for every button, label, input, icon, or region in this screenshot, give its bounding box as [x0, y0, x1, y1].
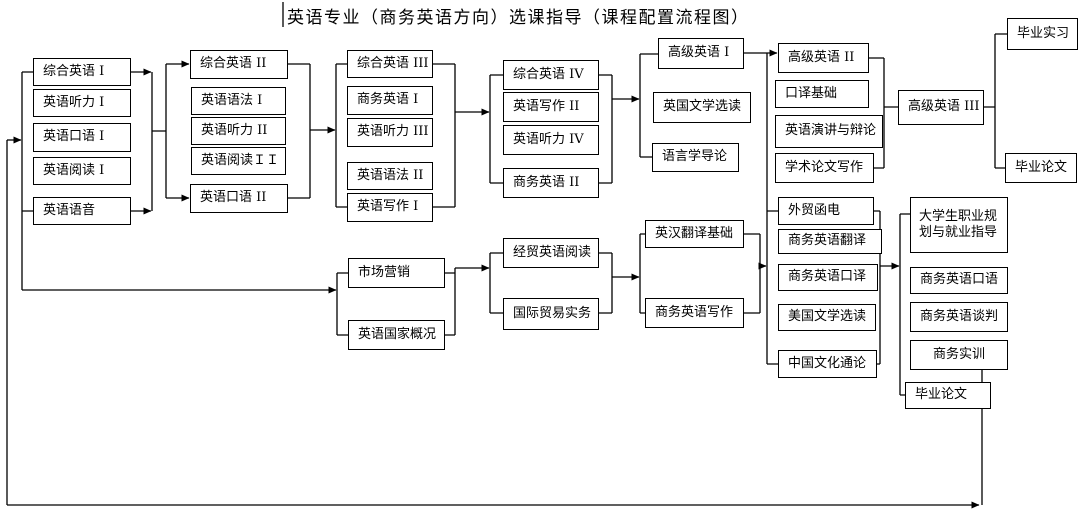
course-box-yinghan-fanyi-jichu: 英汉翻译基础: [645, 220, 744, 248]
course-box-yuyanxue-daolun: 语言学导论: [652, 143, 739, 172]
course-box-gaoji-yingyu-1: 高级英语 I: [658, 38, 744, 69]
course-box-yingyu-kouyu-2: 英语口语 II: [190, 184, 288, 213]
course-box-yingyu-yuedu-1: 英语阅读 I: [33, 157, 131, 185]
course-box-biye-lunwen-lower: 毕业论文: [905, 382, 991, 409]
course-box-yingyu-yufa-2: 英语语法 II: [347, 162, 433, 190]
course-box-xueshu-lunwen-xiezuo: 学术论文写作: [775, 153, 874, 183]
course-box-shangwu-yingyu-fanyi: 商务英语翻译: [778, 229, 882, 254]
course-box-biye-shixi: 毕业实习: [1007, 18, 1078, 50]
course-box-zonghe-yingyu-2: 综合英语 II: [190, 50, 288, 79]
course-box-shangwu-yingyu-1: 商务英语 I: [347, 86, 433, 115]
bracket-lines: [6, 2, 1007, 505]
course-box-yingyu-yuyin: 英语语音: [33, 197, 131, 225]
course-box-yingyu-guojia-gaikuang: 英语国家概况: [348, 320, 445, 350]
course-box-biye-lunwen-upper: 毕业论文: [1005, 153, 1077, 183]
course-box-yingguo-wenxue-xuandu: 英国文学选读: [653, 92, 751, 123]
course-box-zonghe-yingyu-3: 综合英语 III: [347, 50, 433, 78]
course-box-yingyu-yanjiang-yu-bianlun: 英语演讲与辩论: [775, 115, 883, 148]
course-box-shangwu-yingyu-xiezuo: 商务英语写作: [645, 298, 744, 328]
course-box-kouyi-jichu: 口译基础: [775, 80, 869, 108]
course-box-yingyu-yufa-1: 英语语法 I: [191, 87, 286, 115]
flow-arrows: [7, 49, 980, 509]
course-box-guoji-maoyi-shiwu: 国际贸易实务: [503, 298, 599, 330]
course-box-zonghe-yingyu-1: 综合英语 I: [33, 58, 131, 86]
course-box-shichang-yingxiao: 市场营销: [348, 258, 445, 288]
course-box-meiguo-wenxue-xuandu: 美国文学选读: [778, 304, 876, 331]
course-box-jingmao-yingyu-yuedu: 经贸英语阅读: [503, 238, 599, 268]
course-box-waimao-handian: 外贸函电: [778, 197, 874, 225]
course-box-yingyu-yuedu-2: 英语阅读ＩＩ: [191, 147, 286, 175]
course-box-shangwu-yingyu-2: 商务英语 II: [503, 168, 599, 198]
course-box-yingyu-xiezuo-2: 英语写作 II: [503, 92, 599, 122]
course-box-gaoji-yingyu-2: 高级英语 II: [778, 43, 869, 73]
course-box-zhongguo-wenhua-tonglun: 中国文化通论: [778, 350, 877, 378]
course-box-yingyu-tingli-3: 英语听力 III: [347, 118, 433, 147]
course-box-daxuesheng-zhiye-guihua: 大学生职业规划与就业指导: [910, 197, 1008, 253]
course-box-shangwu-yingyu-kouyi: 商务英语口译: [778, 264, 878, 291]
course-box-yingyu-xiezuo-1: 英语写作 I: [347, 193, 433, 222]
course-box-shangwu-yingyu-tanpan: 商务英语谈判: [910, 302, 1008, 332]
course-box-yingyu-tingli-1: 英语听力 I: [33, 89, 131, 117]
course-box-shangwu-yingyu-kouyu: 商务英语口语: [910, 267, 1008, 294]
course-box-yingyu-kouyu-1: 英语口语 I: [33, 123, 131, 152]
diagram-title: 英语专业（商务英语方向）选课指导（课程配置流程图）: [287, 8, 750, 28]
course-box-gaoji-yingyu-3: 高级英语 III: [898, 90, 984, 125]
course-box-yingyu-tingli-4: 英语听力 IV: [503, 125, 599, 155]
course-box-shangwu-shixun: 商务实训: [910, 340, 1008, 370]
course-box-yingyu-tingli-2: 英语听力 II: [191, 117, 286, 145]
course-box-zonghe-yingyu-4: 综合英语 IV: [503, 60, 599, 90]
